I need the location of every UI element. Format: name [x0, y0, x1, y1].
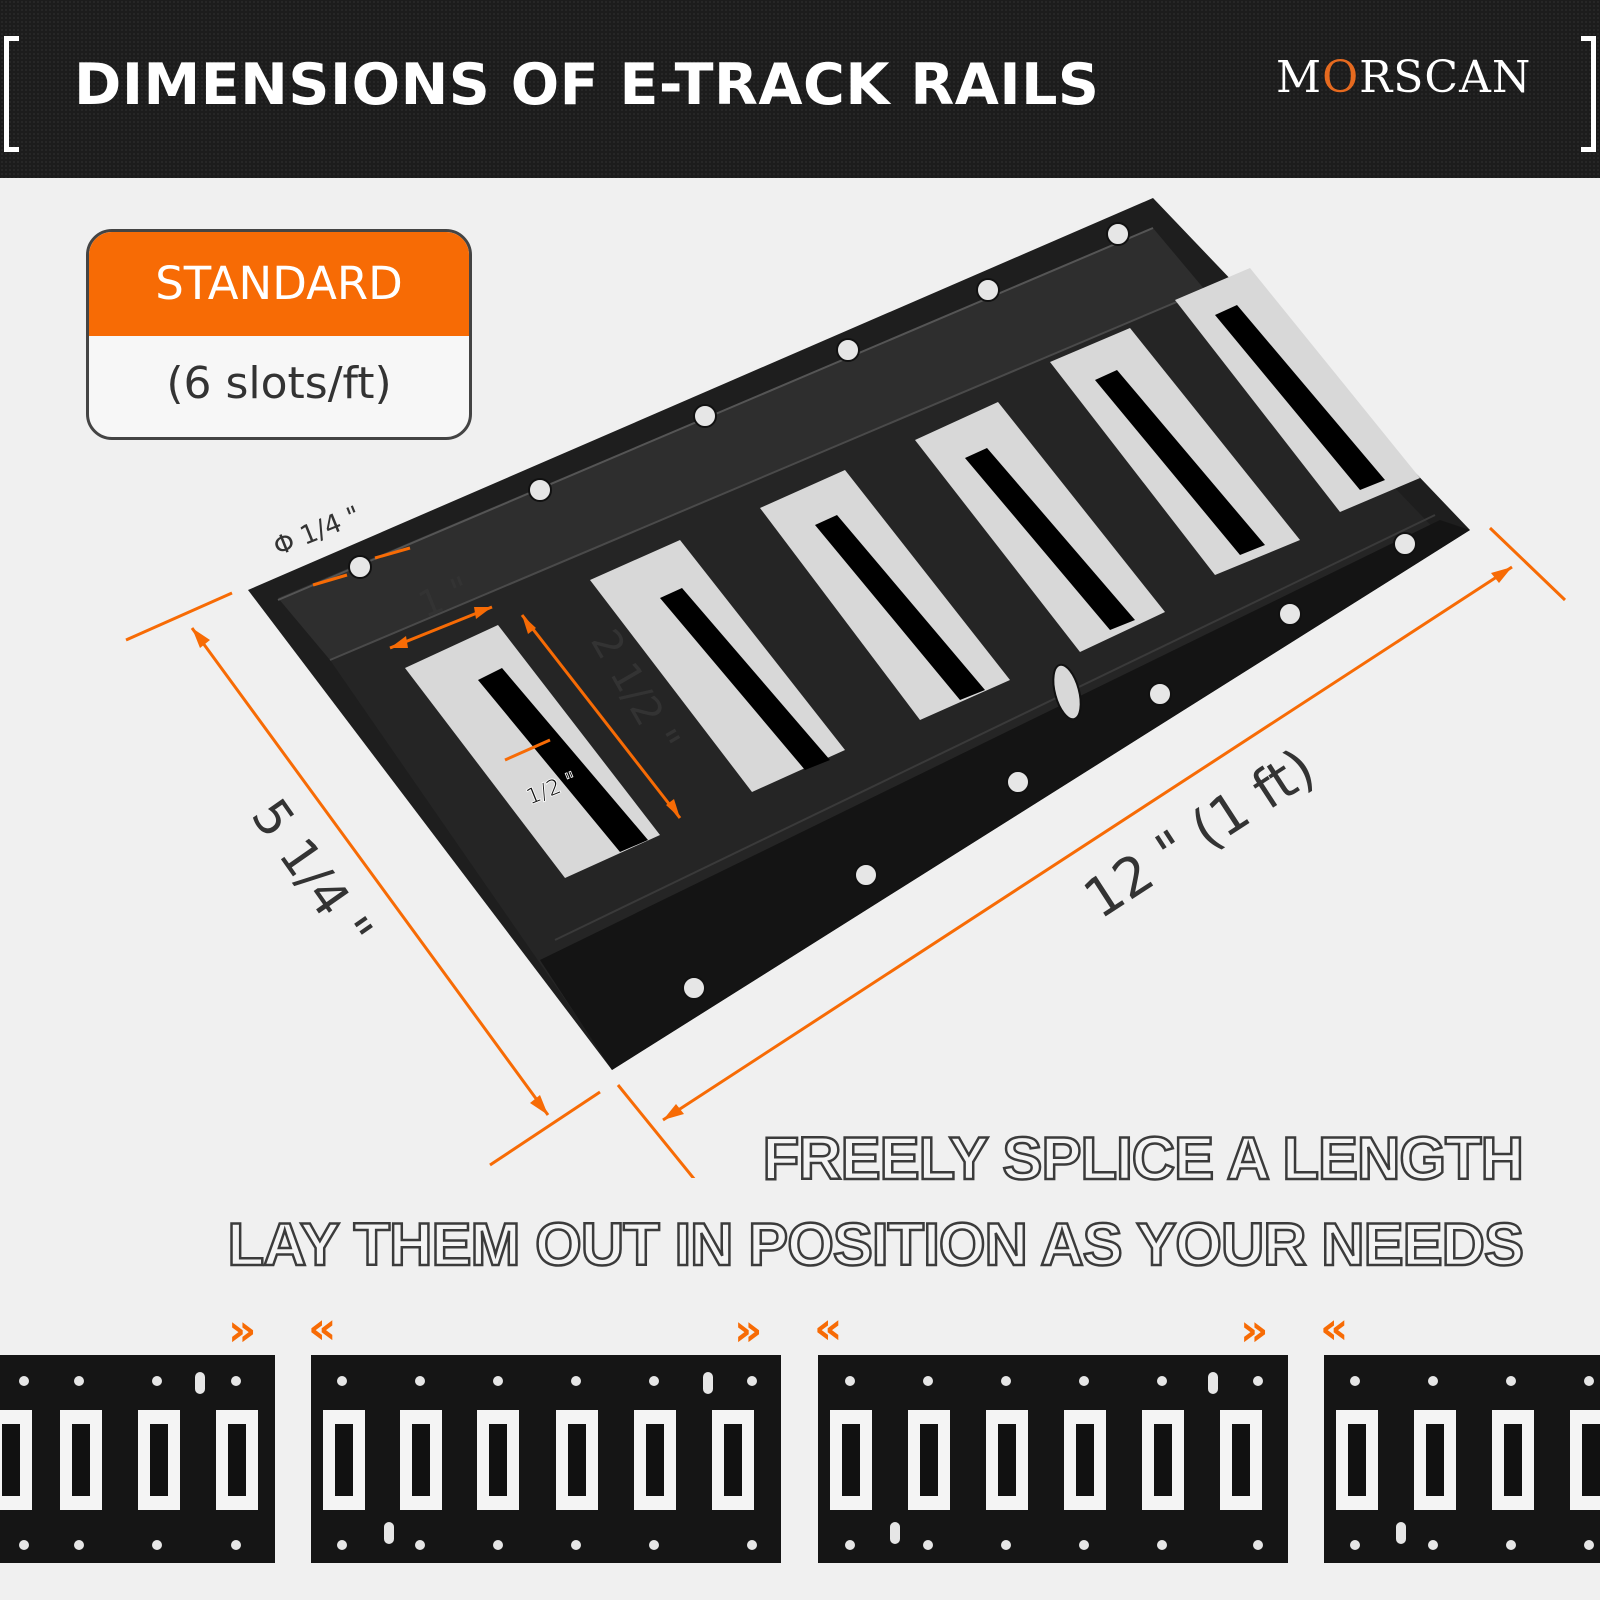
- left-bracket: [4, 36, 19, 152]
- rail-segment-4: [1324, 1355, 1600, 1563]
- logo-prefix: M: [1276, 52, 1323, 103]
- splice-arrow-right-2: »: [734, 1305, 762, 1356]
- rail-segment-1: [0, 1355, 275, 1563]
- header-banner: DIMENSIONS OF E-TRACK RAILS MORSCAN: [0, 0, 1600, 178]
- splice-arrow-right-3: »: [1240, 1305, 1268, 1356]
- slots-per-foot: (6 slots/ft): [166, 358, 392, 409]
- tagline-splice: FREELY SPLICE A LENGTH: [761, 1124, 1525, 1194]
- standard-label: STANDARD: [89, 232, 469, 336]
- rail-width-label: 5 1/4 ": [240, 789, 383, 959]
- splice-arrow-left-3: «: [1320, 1303, 1348, 1354]
- logo-rest: RSCAN: [1359, 52, 1532, 103]
- page-title: DIMENSIONS OF E-TRACK RAILS: [74, 52, 1100, 118]
- rail-holes: [19, 1372, 1594, 1550]
- rail-diagram: Φ 1/4 " 1 " 2 1/2 " 1/2 " 5 1/4 " 12 " (…: [125, 198, 1567, 1178]
- logo-mark: O: [1322, 52, 1360, 103]
- rail-illustration: [248, 198, 1470, 1070]
- splice-arrow-right-1: »: [228, 1305, 256, 1356]
- splice-arrow-left-1: «: [308, 1303, 336, 1354]
- right-bracket: [1581, 36, 1596, 152]
- spliced-rails: » « » « » «: [0, 1303, 1600, 1563]
- tagline-layout: LAY THEM OUT IN POSITION AS YOUR NEEDS: [226, 1210, 1525, 1280]
- dimension-arrowheads: [192, 567, 1512, 1120]
- rail-length-label: 12 " (1 ft): [1073, 736, 1326, 931]
- standard-badge: STANDARD (6 slots/ft): [86, 229, 472, 440]
- brand-logo: MORSCAN: [1276, 52, 1531, 103]
- splice-arrow-left-2: «: [814, 1303, 842, 1354]
- dimension-lines: [125, 526, 1567, 1178]
